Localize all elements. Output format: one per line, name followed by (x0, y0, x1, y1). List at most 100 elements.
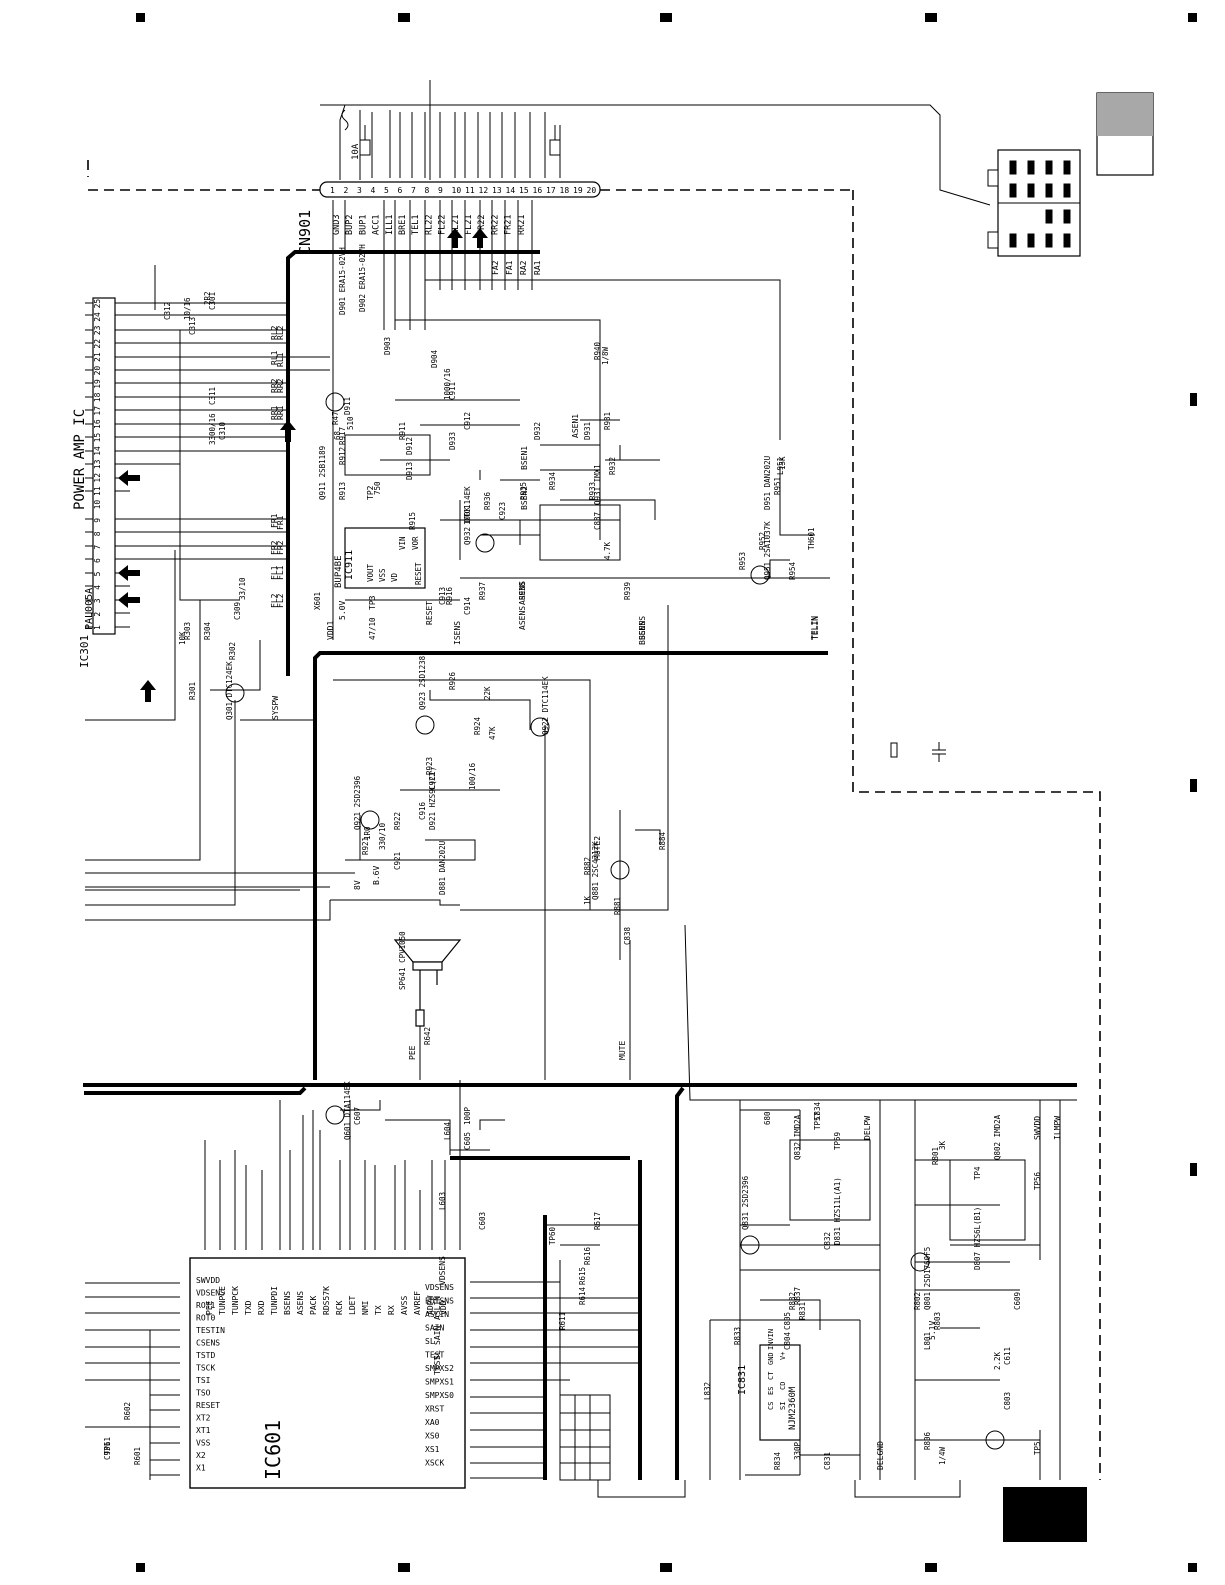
component-ref: C609 (1013, 1292, 1022, 1310)
power-amp-pin-number: 10 (93, 500, 102, 510)
component-ref: R923 (425, 757, 434, 775)
component-ref: C921 (393, 852, 402, 870)
component-ref: R951 (773, 477, 782, 495)
connector-pin-number: 6 (398, 186, 403, 195)
connector-signal-name: RR21 (517, 215, 527, 235)
connector-pin-number: 4 (371, 186, 376, 195)
component-ref: Q832 IMD2A (793, 1114, 802, 1160)
component-ref: R837 (793, 1287, 802, 1305)
value-label: 15K (778, 456, 787, 470)
component-ref: TP60 (548, 1226, 557, 1245)
controller-right-pin: XRST (425, 1405, 444, 1414)
component-ref: L603 (438, 1192, 447, 1210)
regulator-ic: IC911 BUP4BE (334, 527, 426, 589)
controller-bottom-pin: TUNPCE (218, 1286, 227, 1315)
controller-bottom-pin: TUNPCK (231, 1286, 240, 1315)
controller-right-pin: XSCK (425, 1459, 444, 1468)
regulator-pin-label: VD (390, 572, 399, 582)
component-ref: TP61 (103, 1437, 112, 1455)
connector-signal-name: ILL1 (385, 215, 395, 235)
net-label: SYSPW (271, 696, 280, 720)
value-label: 680 (763, 1111, 772, 1125)
controller-right-pin: SL (425, 1337, 435, 1346)
component-ref: L801 (923, 1332, 932, 1350)
power-amp-pin-number: 2 (93, 612, 102, 617)
power-amp-pin-numbers: 1234567891011121314151617181920212223242… (93, 299, 102, 630)
controller-left-pin: XT1 (196, 1426, 211, 1435)
connector-signal-name: FL21 (464, 215, 474, 235)
controller-bottom-pin: PACK (309, 1296, 318, 1315)
controller-bottom-pin: TUNPDI (270, 1286, 279, 1315)
connector-pin-number: 9 (438, 186, 443, 195)
transistor-arrays (225, 392, 1026, 1450)
controller-right-pin: SMPXS2 (425, 1364, 454, 1373)
fuse-label: 10A (351, 143, 361, 160)
component-ref: L832 (703, 1382, 712, 1400)
component-ref: R913 (338, 482, 347, 500)
component-ref: R301 (188, 682, 197, 700)
regulator-net-label: TELIN (811, 616, 820, 640)
component-ref: C310 (218, 421, 227, 440)
controller-bottom-pin: ASENS (296, 1291, 305, 1315)
controller-bottom-pin: VDD (439, 1300, 448, 1315)
net-label: TELIN (810, 616, 819, 640)
component-ref: R616 (583, 1246, 592, 1265)
net-label: FL1 (276, 565, 285, 580)
component-ref: C912 (463, 412, 472, 430)
controller-ic: IC601 (189, 1257, 466, 1489)
connector-signal-name: RL22 (424, 215, 434, 235)
crystal-grid (559, 1394, 611, 1481)
controller-left-pin: VDSENS (196, 1289, 225, 1298)
value-label: 1R0 (363, 826, 372, 840)
net-label: SWVDD (1033, 1116, 1042, 1140)
component-ref: L604 (443, 1121, 452, 1140)
net-label: MUTE (618, 1041, 627, 1060)
net-label: FR1 (276, 515, 285, 530)
audio-ic-pin-label: CS (767, 1402, 775, 1410)
net-label: ASLIN (433, 1296, 442, 1320)
controller-left-pin: RESET (196, 1401, 220, 1410)
controller-right-pin: TEST (425, 1351, 444, 1360)
legend-symbols (890, 742, 946, 762)
connector-pin-number: 10 (452, 186, 462, 195)
regulator-pin-label: RESET (414, 562, 423, 585)
power-amp-pin-number: 18 (93, 392, 102, 402)
regulator-pin-label: VOUT (366, 563, 375, 582)
component-ref: Q923 2SD1238 (418, 655, 427, 710)
regulator-net-label: 5.0V (338, 601, 347, 620)
value-label: 510 (346, 416, 355, 430)
power-amp-pin-number: 8 (93, 531, 102, 536)
value-label: 1000/16 (443, 368, 452, 400)
net-label: RR1 (276, 405, 285, 420)
value-labels: 10K22K47K4.7K1K15K100K750510683300/16100… (178, 291, 1002, 1465)
value-label: 3K (938, 1140, 947, 1150)
net-label: B.6V (372, 866, 381, 885)
connector-pin-number: 20 (587, 186, 597, 195)
power-amp-pin-number: 1 (93, 625, 102, 630)
controller-right-pin: SMPXS1 (425, 1378, 454, 1387)
component-ref: Q601 DTA114EK (343, 1081, 352, 1140)
power-amp-pin-number: 23 (93, 325, 102, 335)
power-amp-pin-number: 6 (93, 558, 102, 563)
power-amp-output-label: FL1 (270, 565, 279, 580)
power-amp-pin-number: 15 (93, 433, 102, 443)
value-label: 2.2K (993, 1351, 1002, 1370)
connector-signal-name: ACC1 (372, 215, 382, 235)
value-label: 330P (793, 1441, 802, 1460)
fuse-symbol (341, 109, 561, 156)
component-ref: C311 (208, 387, 217, 405)
component-ref: R834 (773, 1451, 782, 1470)
controller-bottom-pin: RCK (335, 1300, 344, 1315)
connector-cn901: CN901 10A (296, 143, 601, 255)
controller-right-pin: XA0 (425, 1418, 440, 1427)
power-amp-output-label: RR1 (270, 405, 279, 420)
component-ref: D904 (430, 349, 439, 368)
component-ref: C313 (188, 317, 197, 335)
component-ref: C837 (593, 512, 602, 530)
controller-bottom-pin: AVREF (413, 1291, 422, 1315)
audio-ic-pin-label: GND (767, 1352, 775, 1365)
component-ref: Q301 DTC124EK (225, 661, 234, 720)
